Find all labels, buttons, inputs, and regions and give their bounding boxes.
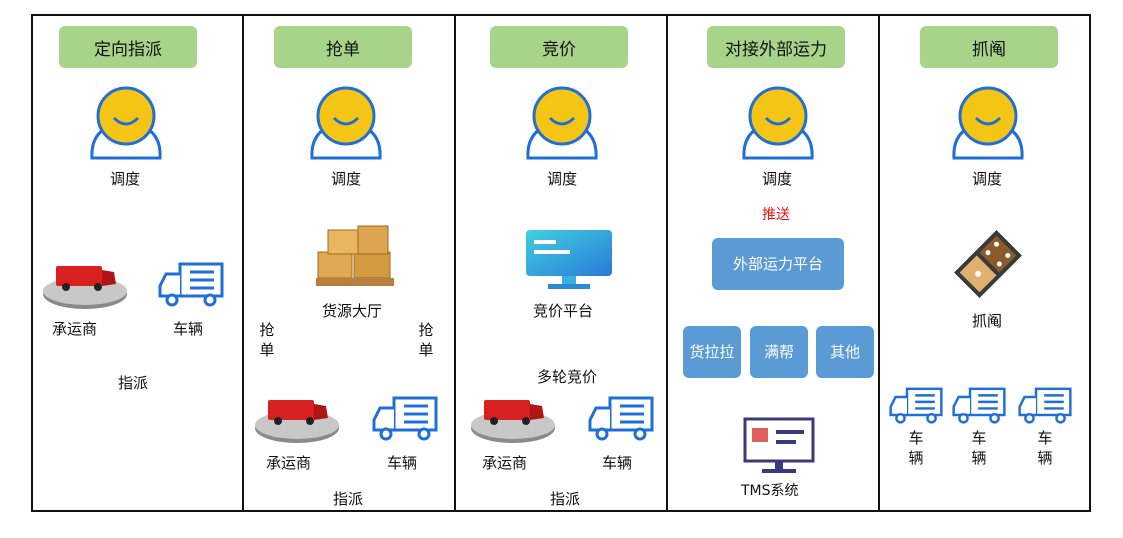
carrier-truck-icon — [43, 266, 127, 309]
carrier-label: 承运商 — [52, 320, 98, 338]
assign-label: 指派 — [118, 374, 149, 392]
dispatch-label: 调度 — [972, 170, 1003, 188]
draw-label: 抓阄 — [972, 312, 1003, 330]
multi-round-bid-label: 多轮竞价 — [537, 368, 598, 386]
panel-title: 对接外部运力 — [707, 26, 845, 68]
cargo-hall-label: 货源大厅 — [322, 302, 383, 320]
vehicle-truck-icon — [372, 396, 438, 441]
grab-left-label: 抢单 — [259, 321, 275, 359]
carrier-label: 承运商 — [266, 454, 312, 472]
option-box: 货拉拉 — [683, 326, 741, 378]
dispatch-label: 调度 — [331, 170, 362, 188]
vehicle-truck-icon — [1018, 387, 1072, 424]
dispatcher-avatar-icon — [310, 86, 382, 160]
vehicle-label: 车辆 — [387, 454, 418, 472]
monitor-icon — [526, 230, 612, 289]
vehicle-truck-icon — [588, 396, 654, 441]
push-label: 推送 — [762, 207, 790, 223]
carrier-truck-icon — [471, 400, 555, 443]
panel-title: 抓阄 — [920, 26, 1058, 68]
vehicle-label: 车辆 — [908, 429, 924, 467]
bidding-platform-label: 竞价平台 — [533, 302, 594, 320]
assign-label: 指派 — [550, 490, 581, 508]
assign-label: 指派 — [333, 490, 364, 508]
dispatcher-avatar-icon — [952, 86, 1024, 160]
cargo-boxes-icon — [316, 225, 394, 286]
dispatch-label: 调度 — [547, 170, 578, 188]
tms-computer-icon — [743, 417, 815, 473]
dispatch-label: 调度 — [762, 170, 793, 188]
vehicle-truck-icon — [158, 262, 224, 307]
tms-label: TMS系统 — [741, 483, 799, 499]
external-platform-box: 外部运力平台 — [712, 238, 844, 290]
carrier-truck-icon — [255, 400, 339, 443]
vehicle-label: 车辆 — [971, 429, 987, 467]
carrier-label: 承运商 — [482, 454, 528, 472]
vehicle-truck-icon — [889, 387, 943, 424]
panel-title: 定向指派 — [59, 26, 197, 68]
option-box: 满帮 — [750, 326, 808, 378]
dispatcher-avatar-icon — [742, 86, 814, 160]
vehicle-truck-icon — [952, 387, 1006, 424]
dispatcher-avatar-icon — [526, 86, 598, 160]
panel-title: 竞价 — [490, 26, 628, 68]
dice-icon — [954, 230, 1022, 298]
vehicle-label: 车辆 — [1037, 429, 1053, 467]
dispatcher-avatar-icon — [90, 86, 162, 160]
vehicle-label: 车辆 — [602, 454, 633, 472]
grab-right-label: 抢单 — [418, 321, 434, 359]
panel-title: 抢单 — [274, 26, 412, 68]
dispatch-label: 调度 — [110, 170, 141, 188]
vehicle-label: 车辆 — [173, 320, 204, 338]
option-box: 其他 — [816, 326, 874, 378]
